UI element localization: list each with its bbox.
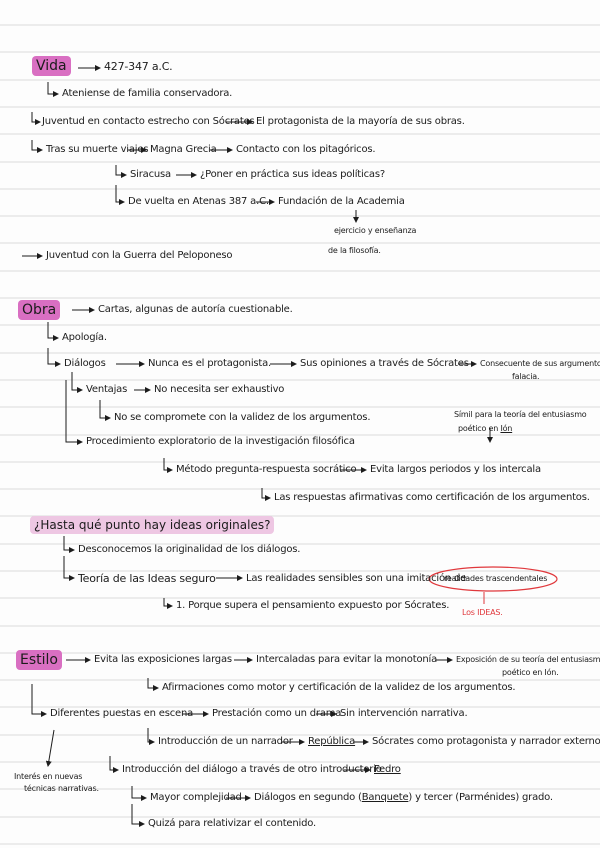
estilo-line7: Quizá para relativizar el contenido. xyxy=(148,818,316,829)
arrow xyxy=(261,488,271,501)
arrow xyxy=(131,786,147,801)
estilo-line4c: Sócrates como protagonista y narrador ex… xyxy=(372,736,600,747)
obra-note1: Símil para la teoría del entusiasmo xyxy=(454,410,587,419)
estilo-line6-rest: Diálogos en segundo (Banquete) y tercer … xyxy=(254,792,553,803)
arrow xyxy=(147,728,155,745)
vida-line2b: El protagonista de la mayoría de sus obr… xyxy=(256,116,465,127)
arrow xyxy=(115,165,127,178)
vida-line3c: Contacto con los pitagóricos. xyxy=(236,144,376,155)
estilo-line3b: Prestación como un drama xyxy=(212,708,342,719)
obra-line4: Ventajas xyxy=(86,384,128,395)
estilo-line6c: Banquete xyxy=(361,792,409,803)
vida-heading: Vida xyxy=(32,56,71,76)
estilo-line4b: República xyxy=(308,736,356,747)
obra-heading: Obra xyxy=(18,300,61,320)
obra-line3c: Sus opiniones a través de Sócrates xyxy=(300,358,469,369)
obra-line6: Procedimiento exploratorio de la investi… xyxy=(86,436,355,447)
arrow xyxy=(47,322,59,341)
arrow xyxy=(131,804,145,827)
hasta-line1: Desconocemos la originalidad de los diál… xyxy=(78,544,301,555)
vida-line6a: ejercicio y enseñanza xyxy=(334,226,417,235)
obra-note2: poético en Ión xyxy=(458,424,512,433)
hasta-line3: 1. Porque supera el pensamiento expuesto… xyxy=(176,600,450,611)
estilo-line4: Introducción de un narrador xyxy=(158,736,293,747)
arrow xyxy=(163,458,173,473)
arrow xyxy=(47,348,61,367)
arrow xyxy=(71,372,83,393)
obra-line1: Cartas, algunas de autoría cuestionable. xyxy=(98,304,293,315)
estilo-heading: Estilo xyxy=(16,650,62,670)
vida-dates: 427-347 a.C. xyxy=(104,60,173,73)
arrow xyxy=(99,400,111,421)
estilo-line5: Introducción del diálogo a través de otr… xyxy=(122,764,382,775)
arrow xyxy=(45,729,55,767)
vida-line4: Siracusa xyxy=(130,169,171,180)
arrow xyxy=(115,185,125,205)
hasta-heading: ¿Hasta qué punto hay ideas originales? xyxy=(30,516,275,534)
estilo-side1: Interés en nuevas xyxy=(14,772,83,781)
obra-line8: Las respuestas afirmativas como certific… xyxy=(274,492,590,503)
vida-line7: Juventud con la Guerra del Peloponeso xyxy=(46,250,233,261)
hasta-line2b: Las realidades sensibles son una imitaci… xyxy=(246,573,467,584)
hasta-line2c: realidades trascendentales xyxy=(444,574,548,583)
obra-line7b: Evita largos periodos y los intercala xyxy=(370,464,541,475)
estilo-line1: Evita las exposiciones largas xyxy=(94,654,232,665)
estilo-line1d: poético en Ión. xyxy=(502,668,559,677)
obra-note2-text: poético en xyxy=(458,424,499,433)
vida-line5b: Fundación de la Academia xyxy=(278,196,405,207)
estilo-line2: Afirmaciones como motor y certificación … xyxy=(162,682,516,693)
estilo-line6: Mayor complejidad xyxy=(150,792,242,803)
arrow xyxy=(31,112,41,125)
arrow xyxy=(109,756,119,773)
estilo-line1c: Exposición de su teoría del entusiasmo xyxy=(456,655,600,664)
estilo-line1b: Intercaladas para evitar la monotonía xyxy=(256,654,438,665)
vida-line2: Juventud en contacto estrecho con Sócrat… xyxy=(42,116,255,127)
vida-line1: Ateniense de familia conservadora. xyxy=(62,88,233,99)
obra-line7: Método pregunta-respuesta socrático xyxy=(176,464,357,475)
vida-line3: Tras su muerte viajes xyxy=(46,144,149,155)
hasta-red-label: Los IDEAS. xyxy=(462,608,503,617)
estilo-line6d: ) y tercer (Parménides) grado. xyxy=(408,792,553,803)
estilo-line3: Diferentes puestas en escena xyxy=(50,708,194,719)
obra-note2b: Ión xyxy=(500,424,513,433)
estilo-line3c: Sin intervención narrativa. xyxy=(340,708,468,719)
obra-line3b: Nunca es el protagonista. xyxy=(148,358,272,369)
arrow xyxy=(63,556,75,581)
obra-line2: Apología. xyxy=(62,332,107,343)
arrow xyxy=(65,380,83,445)
vida-line6b: de la filosofía. xyxy=(328,246,381,255)
obra-line4b: No necesita ser exhaustivo xyxy=(154,384,285,395)
estilo-side2: técnicas narrativas. xyxy=(24,784,99,793)
arrow xyxy=(63,536,75,553)
obra-line5: No se compromete con la validez de los a… xyxy=(114,412,371,423)
highlight-circle xyxy=(428,566,558,592)
vida-line4b: ¿Poner en práctica sus ideas políticas? xyxy=(200,169,385,180)
arrow xyxy=(163,598,173,609)
arrow xyxy=(47,82,59,97)
estilo-line6b: Diálogos en segundo ( xyxy=(254,792,362,803)
vida-line5: De vuelta en Atenas 387 a.C. xyxy=(128,196,269,207)
hasta-line2: Teoría de las Ideas seguro xyxy=(78,572,216,585)
arrow xyxy=(31,684,47,717)
vida-line3b: Magna Grecia xyxy=(150,144,217,155)
obra-line3e: falacia. xyxy=(512,372,540,381)
arrow xyxy=(31,140,43,153)
obra-line3: Diálogos xyxy=(64,358,106,369)
obra-line3d: Consecuente de sus argumentos xyxy=(480,359,600,368)
estilo-line5b: Fedro xyxy=(374,764,401,775)
arrow xyxy=(147,678,159,691)
